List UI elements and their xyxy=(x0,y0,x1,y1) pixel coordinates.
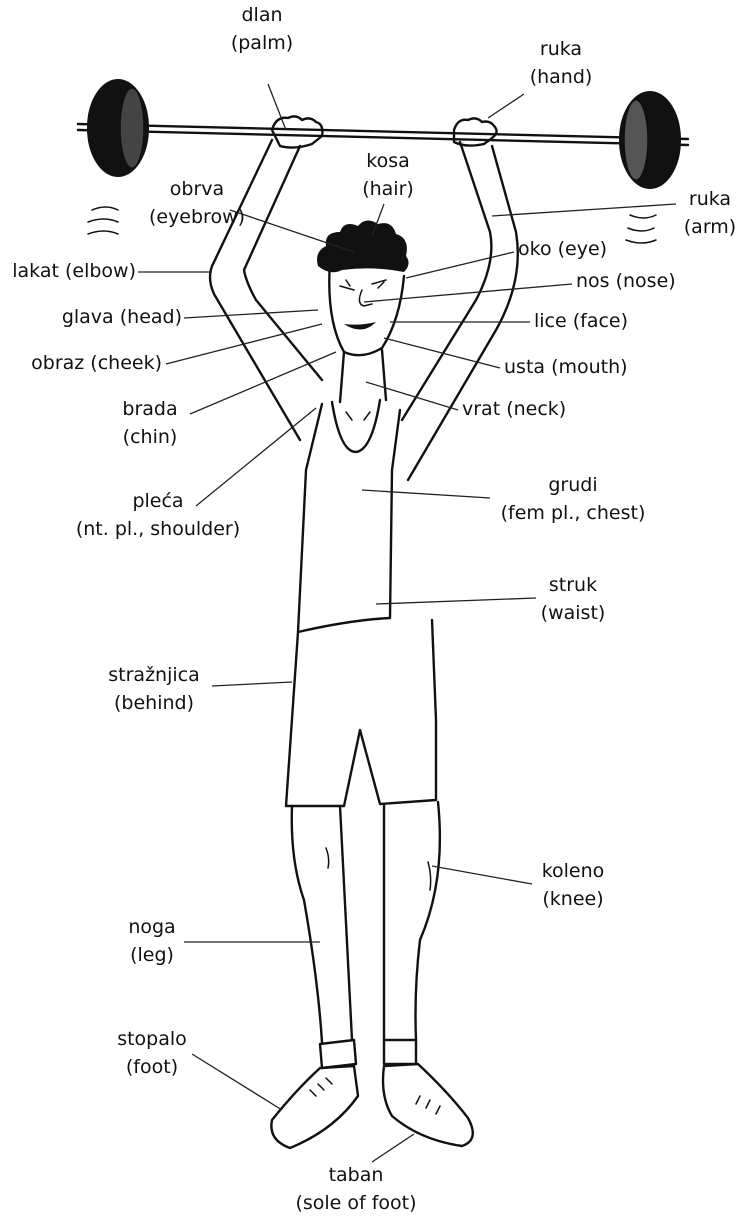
label-palm-term: dlan xyxy=(231,2,293,30)
label-hair-gloss: (hair) xyxy=(362,176,414,204)
label-shoulder-gloss: (nt. pl., shoulder) xyxy=(76,516,240,544)
label-behind-gloss: (behind) xyxy=(108,690,199,718)
label-neck-term: vrat (neck) xyxy=(462,396,566,424)
label-shoulder: pleća (nt. pl., shoulder) xyxy=(76,488,240,543)
label-mouth-term: usta (mouth) xyxy=(504,354,628,382)
label-waist-term: struk xyxy=(541,572,606,600)
label-head-term: glava (head) xyxy=(62,304,182,332)
label-cheek: obraz (cheek) xyxy=(31,350,162,378)
label-shoulder-term: pleća xyxy=(76,488,240,516)
label-eyebrow-term: obrva xyxy=(149,176,245,204)
label-elbow: lakat (elbow) xyxy=(12,258,136,286)
label-hair: kosa (hair) xyxy=(362,148,414,203)
label-chin-term: brada xyxy=(122,396,177,424)
label-face: lice (face) xyxy=(534,308,628,336)
label-foot: stopalo (foot) xyxy=(117,1026,187,1081)
person-figure xyxy=(210,116,518,1148)
label-behind-term: stražnjica xyxy=(108,662,199,690)
label-knee: koleno (knee) xyxy=(542,858,605,913)
label-palm: dlan (palm) xyxy=(231,2,293,57)
label-arm-term: ruka xyxy=(684,186,736,214)
label-chest-gloss: (fem pl., chest) xyxy=(501,500,646,528)
label-eye-term: oko (eye) xyxy=(518,236,607,264)
label-hand-term: ruka xyxy=(530,36,593,64)
label-knee-term: koleno xyxy=(542,858,605,886)
label-foot-gloss: (foot) xyxy=(117,1054,187,1082)
label-mouth: usta (mouth) xyxy=(504,354,628,382)
label-eye: oko (eye) xyxy=(518,236,607,264)
label-hand: ruka (hand) xyxy=(530,36,593,91)
label-waist: struk (waist) xyxy=(541,572,606,627)
label-leg-gloss: (leg) xyxy=(128,942,175,970)
label-nose-term: nos (nose) xyxy=(576,268,676,296)
label-hand-gloss: (hand) xyxy=(530,64,593,92)
label-head: glava (head) xyxy=(62,304,182,332)
label-arm-gloss: (arm) xyxy=(684,214,736,242)
label-hair-term: kosa xyxy=(362,148,414,176)
label-eyebrow-gloss: (eyebrow) xyxy=(149,204,245,232)
label-leg-term: noga xyxy=(128,914,175,942)
label-leg: noga (leg) xyxy=(128,914,175,969)
label-foot-term: stopalo xyxy=(117,1026,187,1054)
label-waist-gloss: (waist) xyxy=(541,600,606,628)
label-chin-gloss: (chin) xyxy=(122,424,177,452)
label-sole-gloss: (sole of foot) xyxy=(295,1190,416,1218)
label-nose: nos (nose) xyxy=(576,268,676,296)
label-chest: grudi (fem pl., chest) xyxy=(501,472,646,527)
label-sole: taban (sole of foot) xyxy=(295,1162,416,1217)
label-palm-gloss: (palm) xyxy=(231,30,293,58)
label-knee-gloss: (knee) xyxy=(542,886,605,914)
label-behind: stražnjica (behind) xyxy=(108,662,199,717)
label-neck: vrat (neck) xyxy=(462,396,566,424)
label-face-term: lice (face) xyxy=(534,308,628,336)
label-arm: ruka (arm) xyxy=(684,186,736,241)
label-elbow-term: lakat (elbow) xyxy=(12,258,136,286)
label-cheek-term: obraz (cheek) xyxy=(31,350,162,378)
label-sole-term: taban xyxy=(295,1162,416,1190)
label-chest-term: grudi xyxy=(501,472,646,500)
label-chin: brada (chin) xyxy=(122,396,177,451)
label-eyebrow: obrva (eyebrow) xyxy=(149,176,245,231)
